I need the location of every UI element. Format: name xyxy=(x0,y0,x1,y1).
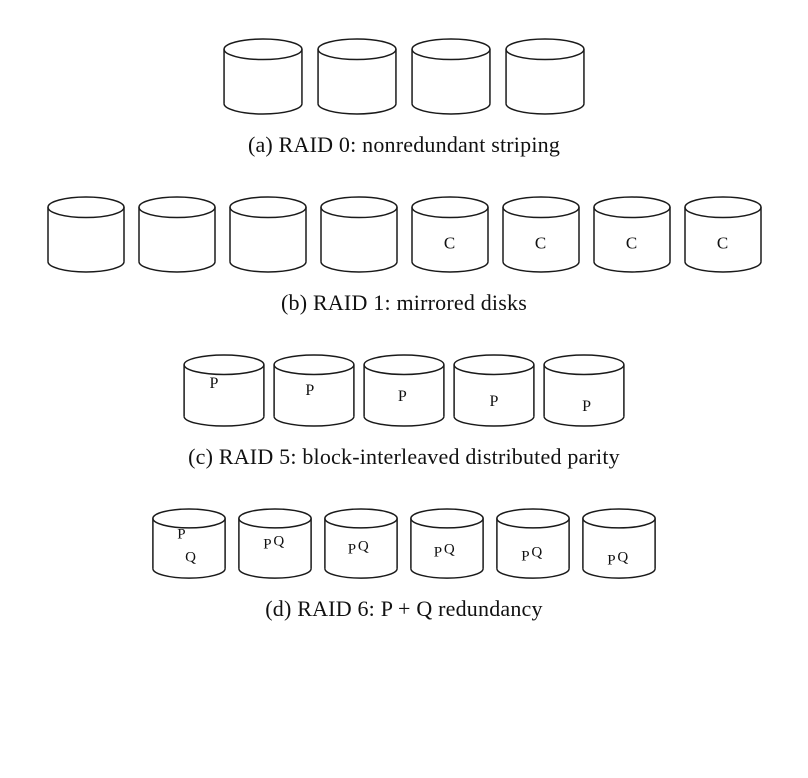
disk-cylinder-icon xyxy=(592,196,672,274)
disk-cylinder-icon xyxy=(452,354,536,428)
disk-label-q: Q xyxy=(617,549,629,566)
disk-label-q: Q xyxy=(443,541,455,558)
disk-cylinder: C xyxy=(501,196,581,274)
disk-cylinder-icon xyxy=(316,38,398,116)
disk-cylinder: P xyxy=(452,354,536,428)
disk-cylinder-icon xyxy=(410,38,492,116)
disk-array xyxy=(222,38,586,116)
disk-cylinder xyxy=(46,196,126,274)
disk-cylinder-icon xyxy=(504,38,586,116)
raid-row: P P P P P (c) RAID 5: block-interleaved distr… xyxy=(182,354,626,470)
disk-cylinder-icon xyxy=(410,196,490,274)
raid-row: (a) RAID 0: nonredundant striping xyxy=(222,38,586,158)
disk-label-p: P xyxy=(397,387,407,405)
disk-cylinder: C xyxy=(410,196,490,274)
disk-cylinder-icon xyxy=(495,508,571,580)
raid-caption: (c) RAID 5: block-interleaved distribute… xyxy=(188,444,620,469)
disk-cylinder xyxy=(228,196,308,274)
disk-cylinder-icon xyxy=(542,354,626,428)
disk-cylinder-icon xyxy=(272,354,356,428)
disk-cylinder-icon xyxy=(151,508,227,580)
disk-cylinder: P xyxy=(362,354,446,428)
disk-cylinder-icon xyxy=(323,508,399,580)
disk-label-p: P xyxy=(521,548,530,565)
disk-cylinder: P xyxy=(272,354,356,428)
disk-cylinder-icon xyxy=(237,508,313,580)
disk-cylinder-icon xyxy=(683,196,763,274)
disk-cylinder-icon xyxy=(228,196,308,274)
disk-label-c: C xyxy=(534,233,547,253)
disk-cylinder xyxy=(319,196,399,274)
raid-caption: (b) RAID 1: mirrored disks xyxy=(281,290,527,315)
disk-label-q: Q xyxy=(357,538,369,555)
disk-cylinder xyxy=(316,38,398,116)
raid-row: C C C C (b) RAID 1: mirrored disks xyxy=(46,196,763,316)
raid-caption: (a) RAID 0: nonredundant striping xyxy=(247,132,561,157)
disk-label-p: P xyxy=(177,526,186,543)
disk-cylinder-icon xyxy=(182,354,266,428)
disk-cylinder xyxy=(137,196,217,274)
disk-cylinder-icon xyxy=(501,196,581,274)
disk-cylinder-icon xyxy=(46,196,126,274)
disk-label-q: Q xyxy=(273,533,285,550)
disk-cylinder-icon xyxy=(222,38,304,116)
disk-label-q: Q xyxy=(531,544,543,561)
disk-cylinder: P xyxy=(542,354,626,428)
disk-cylinder: C xyxy=(592,196,672,274)
disk-cylinder xyxy=(410,38,492,116)
disk-array: P P P P P xyxy=(182,354,626,428)
disk-label-p: P xyxy=(263,536,272,553)
disk-label-q: Q xyxy=(185,549,196,566)
disk-label-c: C xyxy=(716,233,729,253)
disk-label-p: P xyxy=(347,541,357,558)
disk-label-p: P xyxy=(489,393,499,411)
disk-label-c: C xyxy=(443,233,456,253)
disk-label-p: P xyxy=(607,552,616,569)
disk-label-p: P xyxy=(433,544,443,561)
disk-cylinder-icon xyxy=(362,354,446,428)
disk-cylinder-icon xyxy=(409,508,485,580)
disk-cylinder xyxy=(504,38,586,116)
disk-cylinder xyxy=(222,38,304,116)
disk-cylinder-icon xyxy=(137,196,217,274)
disk-label-p: P xyxy=(305,382,315,399)
disk-cylinder: P xyxy=(182,354,266,428)
disk-label-p: P xyxy=(582,398,591,416)
raid-caption: (d) RAID 6: P + Q redundancy xyxy=(265,596,543,621)
disk-cylinder-icon xyxy=(581,508,657,580)
disk-label-c: C xyxy=(625,233,638,253)
disk-label-p: P xyxy=(209,374,219,392)
disk-cylinder: C xyxy=(683,196,763,274)
disk-cylinder-icon xyxy=(319,196,399,274)
